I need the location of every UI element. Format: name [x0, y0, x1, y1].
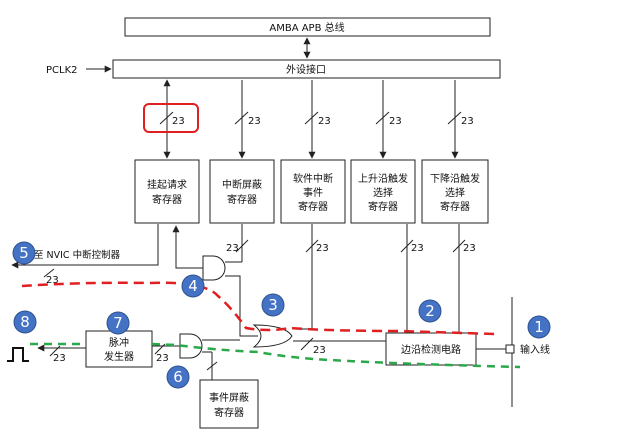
- nvic-width-slash: [43, 268, 55, 278]
- badge-5: [12, 241, 36, 265]
- pclk2-label: PCLK2: [46, 65, 78, 76]
- width-label-pending: 23: [172, 116, 185, 127]
- to-nvic-arrow: [11, 224, 159, 269]
- edge-detect-circuit: [385, 332, 477, 366]
- software-interrupt-event-register: [280, 159, 346, 224]
- badge-1: [527, 315, 551, 339]
- mask-and-width-label: 23: [226, 243, 239, 254]
- input-pin: [505, 344, 515, 354]
- swier-line3: 寄存器: [298, 200, 328, 213]
- width-label-ftsr: 23: [461, 116, 474, 127]
- swier-or-width-label: 23: [316, 243, 329, 254]
- rtsr-line3: 寄存器: [368, 200, 398, 213]
- pending-register-line2: 寄存器: [152, 193, 182, 206]
- falling-trigger-register: [421, 159, 489, 224]
- register-boxes: 挂起请求 寄存器 中断屏蔽 寄存器 软件中断 事件 寄存器 上升沿触发 选择 寄…: [134, 159, 489, 224]
- nvic-width-label: 23: [46, 275, 59, 286]
- pending-register: [134, 159, 200, 224]
- badge-2-label: 2: [425, 302, 435, 320]
- width-label-rtsr: 23: [389, 116, 402, 127]
- interrupt-mask-line1: 中断屏蔽: [222, 178, 262, 191]
- badge-5-label: 5: [19, 244, 29, 262]
- interrupt-path: [21, 281, 497, 336]
- swier-line1: 软件中断: [293, 172, 333, 185]
- and-to-pending-wire: [172, 225, 203, 269]
- badge-1-label: 1: [534, 318, 544, 336]
- event-mask-register: [199, 379, 259, 429]
- event-mask-line1: 事件屏蔽: [209, 391, 249, 404]
- badge-8: [13, 310, 37, 334]
- amba-apb-bus-label: AMBA APB 总线: [269, 21, 344, 34]
- peripheral-interface-label: 外设接口: [286, 63, 326, 76]
- badge-6-label: 6: [173, 368, 183, 386]
- width-label-swier: 23: [318, 116, 331, 127]
- or-to-and-wire: [225, 275, 258, 337]
- badge-6: [166, 365, 190, 389]
- pulse-gen-line2: 发生器: [104, 350, 134, 363]
- interrupt-and-gate: [202, 255, 226, 281]
- badge-4-label: 4: [188, 277, 198, 295]
- pulse-out-width-label: 23: [53, 353, 66, 364]
- event-path: [30, 342, 521, 369]
- interrupt-mask-line2: 寄存器: [227, 193, 257, 206]
- swier-line2: 事件: [303, 186, 323, 199]
- badge-8-label: 8: [20, 313, 30, 331]
- badge-4: [181, 274, 205, 298]
- badge-3-label: 3: [268, 296, 278, 314]
- bus-width-marks: 23 23 23 23 23: [159, 111, 474, 127]
- register-bus-arrows: [163, 79, 459, 159]
- step-badges: 1 2 3 4 5 6 7 8: [12, 241, 551, 389]
- amba-apb-bus: [124, 17, 491, 37]
- input-line-label: 输入线: [520, 343, 550, 356]
- ftsr-line3: 寄存器: [440, 200, 470, 213]
- badge-3: [261, 293, 285, 317]
- pulse-waveform-icon: [7, 347, 29, 362]
- edge-or-width-label: 23: [313, 345, 326, 356]
- rtsr-line1: 上升沿触发: [358, 172, 408, 185]
- pulse-in-width-label: 23: [156, 353, 169, 364]
- pending-width-highlight: [143, 103, 199, 133]
- badge-2: [418, 299, 442, 323]
- rtsr-edge-width-label: 23: [411, 243, 424, 254]
- edge-detect-label: 边沿检测电路: [401, 343, 461, 356]
- badge-7-label: 7: [113, 314, 123, 332]
- peripheral-interface: [112, 59, 501, 79]
- trigger-or-gate: [252, 324, 293, 348]
- ftsr-edge-width-label: 23: [463, 243, 476, 254]
- event-and-gate: [179, 333, 203, 359]
- pending-register-line1: 挂起请求: [147, 178, 187, 191]
- rising-trigger-register: [350, 159, 416, 224]
- ftsr-line2: 选择: [445, 186, 465, 199]
- to-nvic-label: 至 NVIC 中断控制器: [34, 249, 121, 261]
- rtsr-line2: 选择: [373, 186, 393, 199]
- event-mask-line2: 寄存器: [214, 406, 244, 419]
- ftsr-line1: 下降沿触发: [430, 172, 480, 185]
- pulse-gen-line1: 脉冲: [109, 336, 129, 349]
- badge-7: [106, 311, 130, 335]
- width-label-mask: 23: [248, 116, 261, 127]
- interrupt-mask-register: [209, 159, 275, 224]
